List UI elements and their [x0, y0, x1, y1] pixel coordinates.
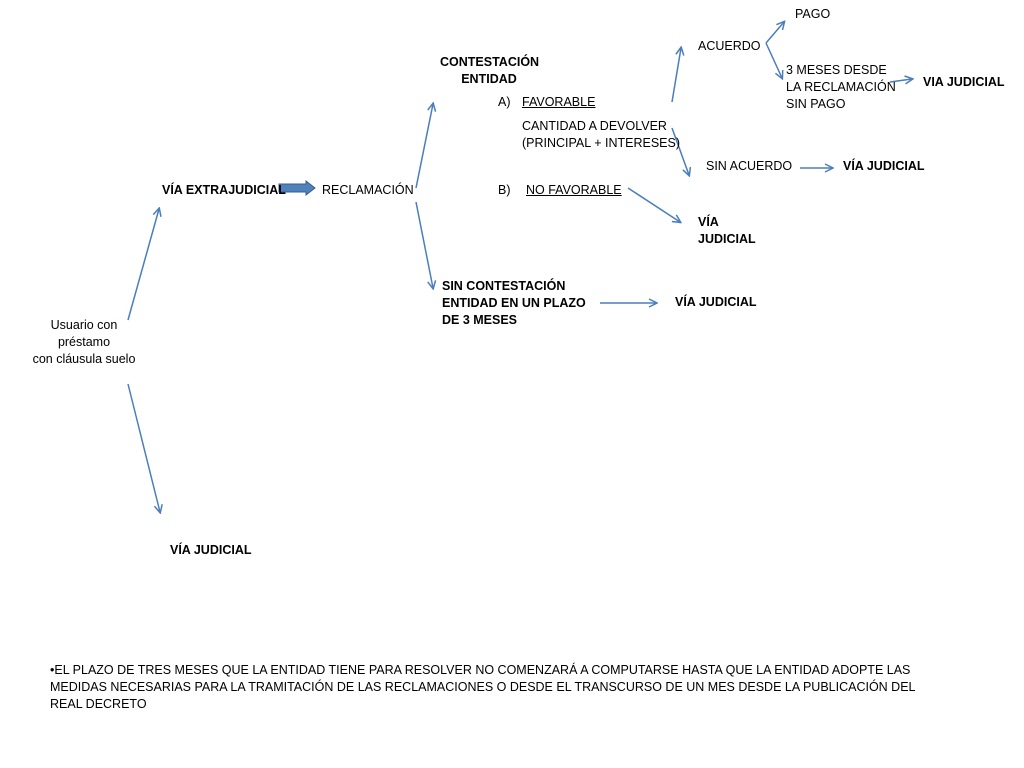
node-via-judicial-2: VÍA JUDICIAL — [843, 159, 925, 173]
arrow-favorable-to-acuerdo — [671, 48, 681, 103]
arrow-tres-meses-to-via-judicial — [889, 79, 912, 82]
footnote: •EL PLAZO DE TRES MESES QUE LA ENTIDAD T… — [50, 663, 916, 711]
node-tres-meses-sin-pago: 3 MESES DESDE LA RECLAMACIÓN SIN PAGO — [786, 63, 896, 111]
node-user-text: Usuario con préstamo con cláusula suelo — [32, 318, 136, 366]
arrow-reclamacion-to-sin-contestacion — [415, 201, 433, 288]
node-contestacion-entidad: CONTESTACIÓN ENTIDAD — [440, 55, 540, 86]
marker-a: A) — [498, 95, 511, 109]
node-pago: PAGO — [795, 7, 831, 21]
node-sin-contestacion: SIN CONTESTACIÓN ENTIDAD EN UN PLAZO DE … — [442, 279, 586, 327]
arrow-user-to-judicial — [127, 383, 160, 512]
marker-b: B) — [498, 183, 511, 197]
arrow-acuerdo-to-pago — [765, 22, 784, 44]
node-no-favorable: NO FAVORABLE — [526, 183, 622, 197]
node-sin-acuerdo: SIN ACUERDO — [706, 159, 793, 173]
node-via-judicial-5: VÍA JUDICIAL — [170, 543, 252, 557]
arrow-no-favorable-to-via-judicial — [627, 187, 680, 222]
arrow-reclamacion-to-contestacion — [415, 104, 433, 189]
node-via-judicial-1: VIA JUDICIAL — [923, 75, 1005, 89]
arrow-acuerdo-to-tres-meses — [765, 42, 782, 78]
node-via-judicial-3: VÍA JUDICIAL — [698, 215, 756, 246]
block-arrow-extrajudicial-to-reclamacion — [278, 179, 316, 197]
node-user: Usuario con préstamo con cláusula suelo — [22, 317, 146, 368]
arrow-user-to-extrajudicial — [127, 209, 159, 321]
arrow-cantidad-to-sin-acuerdo — [671, 127, 689, 175]
node-favorable: FAVORABLE — [522, 95, 596, 109]
node-reclamacion: RECLAMACIÓN — [322, 183, 414, 197]
node-cantidad-a-devolver: CANTIDAD A DEVOLVER (PRINCIPAL + INTERES… — [522, 119, 681, 150]
node-via-extrajudicial: VÍA EXTRAJUDICIAL — [162, 183, 286, 197]
node-via-judicial-4: VÍA JUDICIAL — [675, 295, 757, 309]
node-acuerdo: ACUERDO — [698, 39, 761, 53]
